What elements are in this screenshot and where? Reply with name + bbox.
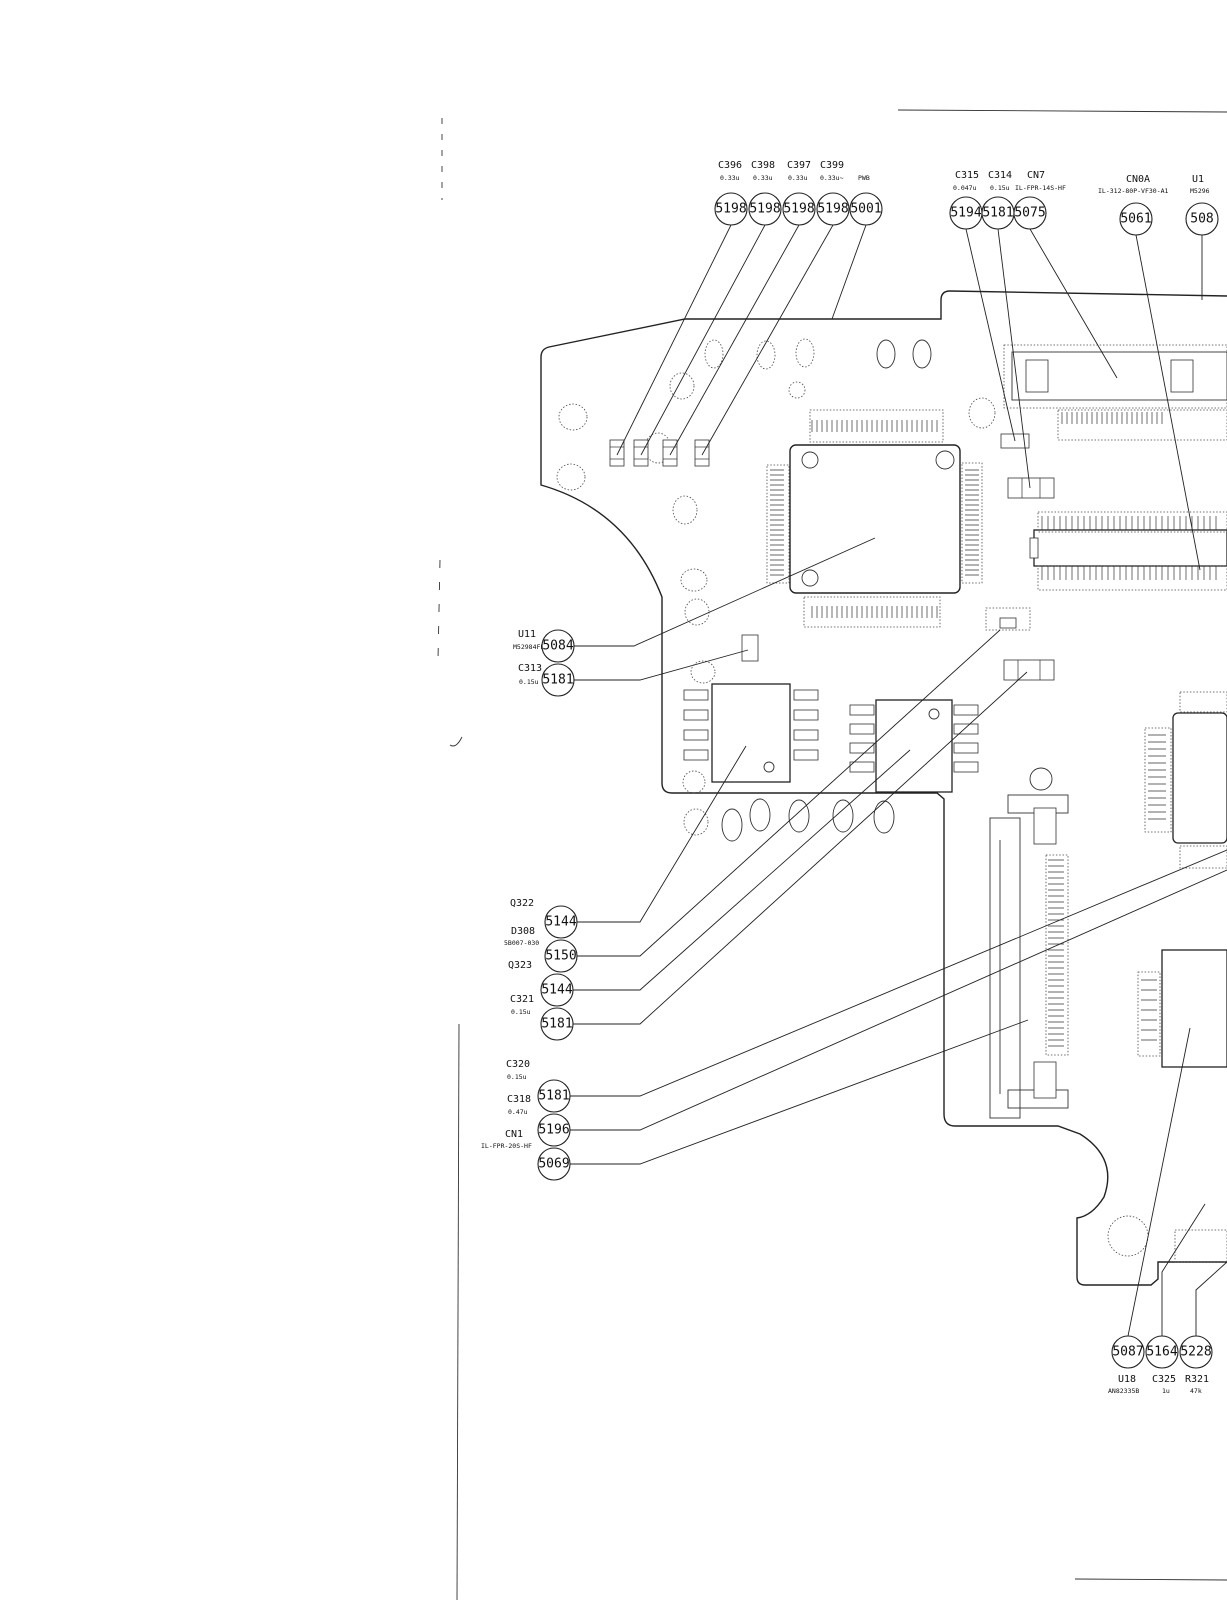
value-c313: 0.15u — [519, 678, 539, 686]
value-c396: 0.33u — [720, 174, 740, 182]
value-d308: 5B007-030 — [504, 939, 539, 947]
label-u1: U1 — [1192, 174, 1204, 185]
mounting-holes — [556, 338, 1149, 1257]
value-cn0a: IL-312-80P-VF30-A1 — [1098, 187, 1169, 195]
q322-soic — [683, 683, 819, 783]
value-u18: AN82335B — [1108, 1387, 1139, 1395]
u18-chip — [1137, 949, 1227, 1263]
value-cn7: IL-FPR-14S-HF — [1015, 184, 1066, 192]
label-r321: R321 — [1185, 1374, 1209, 1385]
label-c314: C314 — [988, 170, 1012, 181]
callout-number: 5164 — [1146, 1345, 1177, 1360]
label-q322: Q322 — [510, 898, 534, 909]
cn1-connector — [989, 794, 1069, 1119]
callout-number: 5061 — [1120, 212, 1151, 227]
page-frame-marks — [437, 109, 1227, 1600]
label-c396: C396 — [718, 160, 742, 171]
label-c321: C321 — [510, 994, 534, 1005]
label-q323: Q323 — [508, 960, 532, 971]
value-c325: 1u — [1162, 1387, 1170, 1395]
value-c399: 0.33u~ — [820, 174, 844, 182]
callout-number: 5228 — [1180, 1345, 1211, 1360]
callout-number: 5144 — [541, 983, 572, 998]
value-c321: 0.15u — [511, 1008, 531, 1016]
capacitor-row-c396-c399 — [609, 439, 710, 467]
d308-c321-parts — [985, 607, 1055, 681]
cn0a-connector — [1029, 511, 1227, 591]
callout-number: 5181 — [538, 1089, 569, 1104]
callout-number: 5198 — [749, 202, 780, 217]
callout-number: 5084 — [542, 639, 573, 654]
callout-number: 5144 — [545, 915, 576, 930]
callout-number: 5198 — [783, 202, 814, 217]
pcb-outline — [540, 290, 1227, 1286]
callout-number: 5196 — [538, 1123, 569, 1138]
callout-number: 5075 — [1014, 206, 1045, 221]
label-c313: C313 — [518, 663, 542, 674]
cn7-connector — [1003, 344, 1227, 441]
label-c397: C397 — [787, 160, 811, 171]
callout-number: 5181 — [982, 206, 1013, 221]
callout-number: 5087 — [1112, 1345, 1143, 1360]
label-u11: U11 — [518, 629, 536, 640]
value-c398: 0.33u — [753, 174, 773, 182]
label-d308: D308 — [511, 926, 535, 937]
callout-number: 5181 — [541, 1017, 572, 1032]
callout-number: 5150 — [545, 949, 576, 964]
value-c397: 0.33u — [788, 174, 808, 182]
callout-number: 5181 — [542, 673, 573, 688]
label-cn1: CN1 — [505, 1129, 523, 1140]
value-r321: 47k — [1190, 1387, 1202, 1395]
q323-soic — [849, 699, 979, 793]
callout-number: 5198 — [715, 202, 746, 217]
value-u1: M5296 — [1190, 187, 1210, 195]
label-c315: C315 — [955, 170, 979, 181]
label-c398: C398 — [751, 160, 775, 171]
label-c318: C318 — [507, 1094, 531, 1105]
label-c325: C325 — [1152, 1374, 1176, 1385]
label-pwb: PWB — [858, 174, 870, 182]
left-callouts: U11 M52984FP C313 0.15u Q322 D308 5B007-… — [481, 537, 1227, 1181]
label-u18: U18 — [1118, 1374, 1136, 1385]
callout-number: 5001 — [850, 202, 881, 217]
bottom-callouts: 5087 5164 5228 U18 AN82335B C325 1u R321… — [1108, 1027, 1227, 1395]
value-u11: M52984FP — [513, 643, 544, 651]
value-c320: 0.15u — [507, 1073, 527, 1081]
value-c318: 0.47u — [508, 1108, 528, 1116]
label-c320: C320 — [506, 1059, 530, 1070]
right-qfp-chip — [1144, 691, 1227, 869]
label-cn0a: CN0A — [1126, 174, 1150, 185]
callout-number: 5069 — [538, 1157, 569, 1172]
label-cn7: CN7 — [1027, 170, 1045, 181]
callout-number: 5198 — [817, 202, 848, 217]
u11-qfp-chip — [766, 409, 983, 628]
top-callouts: C396 0.33u C398 0.33u C397 0.33u C399 0.… — [616, 160, 1219, 571]
callout-number: 5194 — [950, 206, 981, 221]
label-c399: C399 — [820, 160, 844, 171]
value-c315: 0.047u — [953, 184, 977, 192]
c313-capacitor — [741, 634, 759, 662]
value-cn1: IL-FPR-20S-HF — [481, 1142, 532, 1150]
callout-number: 508 — [1190, 212, 1213, 227]
value-c314: 0.15u — [990, 184, 1010, 192]
